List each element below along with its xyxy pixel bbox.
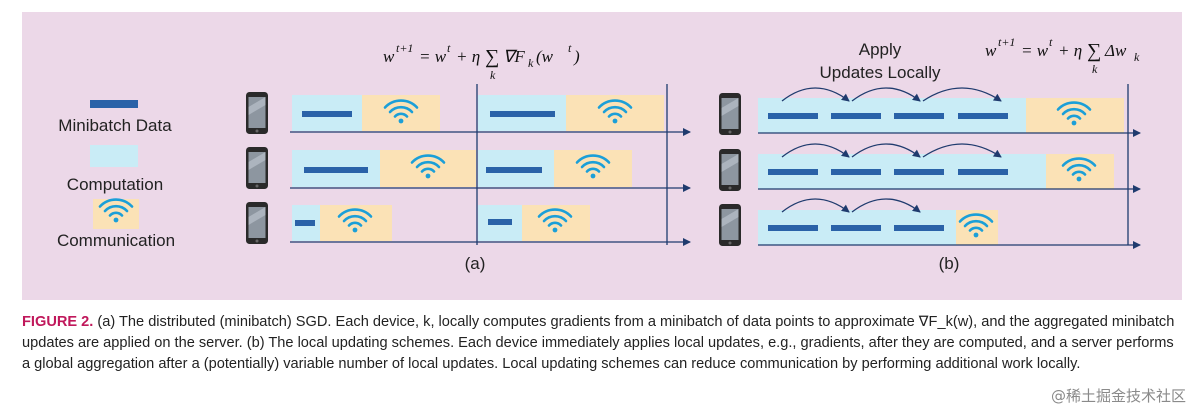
device-phone-icon bbox=[246, 92, 268, 134]
svg-text:∑: ∑ bbox=[1087, 40, 1101, 62]
panel-a: w t+1 = w t + η ∑ k ∇F k (w t ) (a) bbox=[246, 41, 691, 273]
svg-text:w: w bbox=[985, 41, 997, 60]
svg-text:): ) bbox=[573, 47, 580, 66]
local-update-arc bbox=[781, 143, 850, 158]
panel-b-label: (b) bbox=[939, 254, 960, 273]
apply-updates-label-line1: Apply bbox=[859, 40, 902, 59]
svg-text:∇F: ∇F bbox=[503, 47, 525, 66]
svg-text:+ η: + η bbox=[1058, 41, 1082, 60]
svg-text:t+1: t+1 bbox=[998, 35, 1015, 49]
svg-text:k: k bbox=[1092, 62, 1098, 76]
svg-text:t: t bbox=[1049, 35, 1053, 49]
minibatch-bar bbox=[768, 225, 818, 231]
svg-text:t: t bbox=[568, 41, 572, 55]
svg-text:(w: (w bbox=[536, 47, 554, 66]
caption-label: FIGURE 2. bbox=[22, 314, 94, 330]
minibatch-bar bbox=[894, 113, 944, 119]
minibatch-bar bbox=[831, 225, 881, 231]
device-phone-icon bbox=[719, 93, 741, 135]
minibatch-bar bbox=[304, 167, 368, 173]
svg-text:k: k bbox=[528, 56, 534, 70]
legend-computation-label: Computation bbox=[67, 175, 163, 194]
local-update-arc bbox=[922, 143, 1002, 158]
svg-text:= w: = w bbox=[419, 47, 447, 66]
minibatch-bar bbox=[486, 167, 542, 173]
minibatch-bar bbox=[958, 113, 1008, 119]
apply-updates-label-line2: Updates Locally bbox=[820, 63, 941, 82]
local-update-arc bbox=[781, 87, 850, 102]
panel-a-label: (a) bbox=[465, 254, 486, 273]
svg-text:t: t bbox=[447, 41, 451, 55]
svg-text:t+1: t+1 bbox=[396, 41, 413, 55]
svg-text:= w: = w bbox=[1021, 41, 1049, 60]
minibatch-bar bbox=[488, 219, 512, 225]
legend-communication-label: Communication bbox=[57, 231, 175, 250]
minibatch-bar bbox=[490, 111, 555, 117]
panel-b: Apply Updates Locally w t+1 = w t + η ∑ … bbox=[719, 35, 1141, 273]
minibatch-bar bbox=[894, 169, 944, 175]
minibatch-bar bbox=[768, 113, 818, 119]
local-update-arc bbox=[922, 87, 1002, 102]
minibatch-bar bbox=[831, 113, 881, 119]
legend-minibatch-swatch bbox=[90, 100, 138, 108]
local-update-arc bbox=[851, 198, 921, 213]
minibatch-bar bbox=[894, 225, 944, 231]
panel-b-formula: w t+1 = w t + η ∑ k Δw k bbox=[985, 35, 1140, 76]
device-phone-icon bbox=[246, 147, 268, 189]
legend: Minibatch Data Computation Communication bbox=[57, 100, 175, 250]
device-phone-icon bbox=[719, 149, 741, 191]
local-update-arc bbox=[781, 198, 850, 213]
legend-computation-swatch bbox=[90, 145, 138, 167]
minibatch-bar bbox=[768, 169, 818, 175]
svg-text:+ η: + η bbox=[456, 47, 480, 66]
device-phone-icon bbox=[246, 202, 268, 244]
minibatch-bar bbox=[831, 169, 881, 175]
local-update-arc bbox=[851, 87, 921, 102]
watermark: @稀土掘金技术社区 bbox=[1050, 387, 1186, 405]
svg-text:Δw: Δw bbox=[1104, 41, 1127, 60]
device-phone-icon bbox=[719, 204, 741, 246]
minibatch-bar bbox=[302, 111, 352, 117]
local-update-arc bbox=[851, 143, 921, 158]
panel-a-formula: w t+1 = w t + η ∑ k ∇F k (w t ) bbox=[383, 41, 580, 82]
svg-text:∑: ∑ bbox=[485, 46, 499, 68]
minibatch-bar bbox=[295, 220, 315, 226]
minibatch-bar bbox=[958, 169, 1008, 175]
caption-text: (a) The distributed (minibatch) SGD. Eac… bbox=[22, 314, 1175, 372]
figure-caption: FIGURE 2.(a) The distributed (minibatch)… bbox=[22, 312, 1182, 375]
svg-text:w: w bbox=[383, 47, 395, 66]
svg-text:k: k bbox=[1134, 50, 1140, 64]
svg-text:k: k bbox=[490, 68, 496, 82]
legend-minibatch-label: Minibatch Data bbox=[58, 116, 172, 135]
